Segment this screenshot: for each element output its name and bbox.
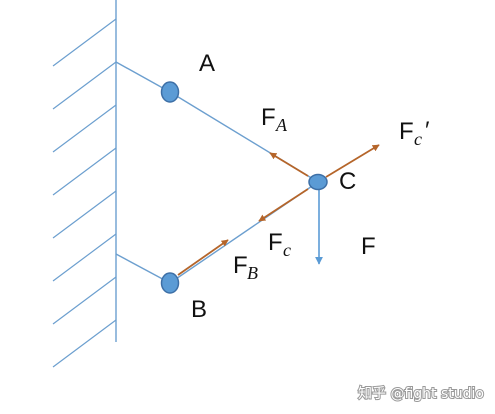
joint-a-pin <box>160 81 180 103</box>
force-c-label: F c <box>268 229 291 260</box>
force-c-prime-label-base: F <box>399 118 414 145</box>
force-a-label-base: F <box>261 104 276 131</box>
force-c-prime-label-sub: c <box>414 129 422 149</box>
force-a-arrow <box>269 152 309 177</box>
force-b-label-base: F <box>233 252 248 279</box>
joint-c-pin <box>308 173 328 191</box>
wall-to-joint-a <box>115 61 171 93</box>
force-arrows <box>177 144 380 276</box>
force-c-prime-arrow <box>325 144 380 178</box>
labels: A B C F A F B F c F c ′ F <box>191 50 430 323</box>
wall-hatching <box>52 18 117 368</box>
force-b-arrow <box>177 239 229 276</box>
force-c-label-sub: c <box>283 240 291 260</box>
joint-b-label: B <box>191 296 207 323</box>
force-c-prime-label-mark: ′ <box>425 117 430 144</box>
force-c-arrow <box>258 188 309 222</box>
wall <box>52 0 117 368</box>
load-force-label: F <box>361 233 376 260</box>
force-a-label-sub: A <box>275 115 288 135</box>
force-c-prime-label: F c ′ <box>399 117 430 149</box>
force-a-label: F A <box>261 104 288 135</box>
force-c-label-base: F <box>268 229 283 256</box>
joints <box>160 81 328 294</box>
watermark-text: 知乎 @fight studio <box>358 385 484 402</box>
joint-a-label: A <box>199 50 215 77</box>
wall-to-joint-b <box>115 253 171 284</box>
force-b-label-sub: B <box>247 263 258 283</box>
force-b-label: F B <box>233 252 258 283</box>
joint-c-label: C <box>339 168 356 195</box>
joint-b-pin <box>160 272 180 294</box>
